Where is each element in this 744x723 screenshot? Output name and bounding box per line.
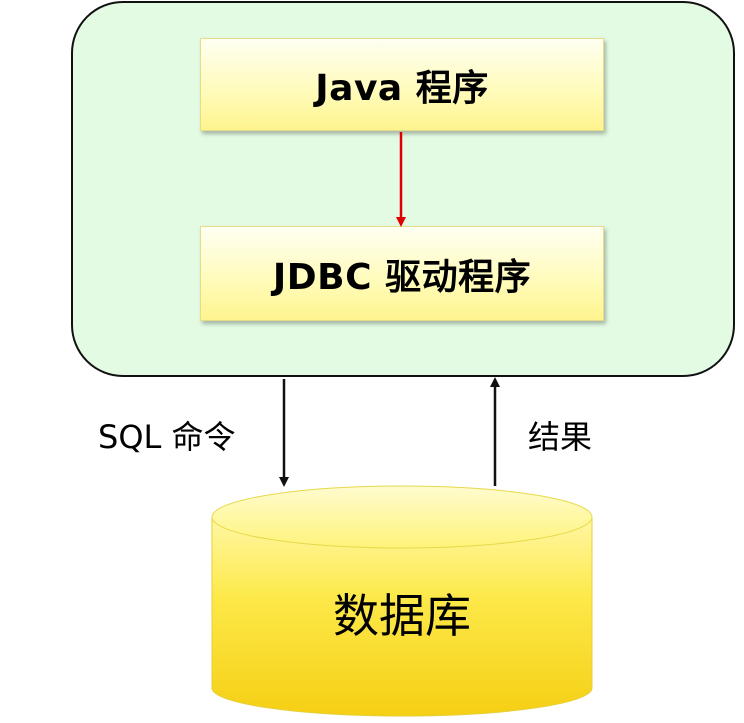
java-program-label: Java 程序 — [315, 67, 489, 109]
java-program-node: Java 程序 — [200, 38, 604, 131]
jdbc-driver-node: JDBC 驱动程序 — [200, 226, 604, 321]
sql-command-label: SQL 命令 — [98, 418, 236, 456]
jdbc-driver-label: JDBC 驱动程序 — [272, 256, 532, 298]
database-label: 数据库 — [333, 589, 471, 643]
result-label: 结果 — [528, 418, 593, 456]
database-cylinder — [211, 485, 593, 717]
